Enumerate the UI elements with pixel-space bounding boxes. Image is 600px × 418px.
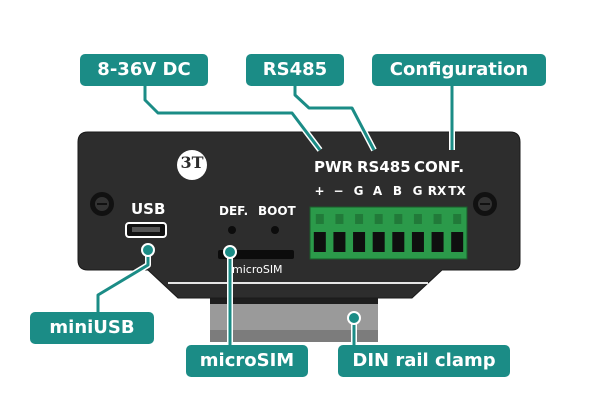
def-label: DEF. bbox=[219, 204, 249, 218]
pin-label: RX bbox=[427, 184, 447, 198]
callout-miniusb: miniUSB bbox=[30, 312, 154, 344]
usb-label: USB bbox=[131, 200, 166, 218]
pin-label: + bbox=[314, 184, 325, 198]
leader-lines-inner bbox=[96, 85, 454, 345]
pin-label: − bbox=[333, 184, 344, 198]
callout-rs485: RS485 bbox=[246, 54, 344, 86]
pwr-label: PWR bbox=[314, 158, 354, 176]
terminal-slot-icon bbox=[392, 232, 405, 252]
brand-logo-text: 3T bbox=[180, 153, 204, 172]
pin-label: G bbox=[412, 184, 423, 198]
callout-configuration: Configuration bbox=[372, 54, 546, 86]
terminal-slot-icon bbox=[333, 232, 346, 252]
terminal-slot-icon bbox=[353, 232, 366, 252]
terminal-screw-icon bbox=[335, 214, 344, 224]
terminal-slot-icon bbox=[431, 232, 444, 252]
terminal-slot-icon bbox=[451, 232, 464, 252]
terminal-screw-icon bbox=[315, 214, 324, 224]
terminal-screw-icon bbox=[413, 214, 422, 224]
pin-label: B bbox=[392, 184, 403, 198]
microsim-slot-icon bbox=[218, 250, 294, 259]
leader-dots bbox=[141, 243, 361, 325]
terminal-screw-icon bbox=[433, 214, 442, 224]
callout-din-rail-clamp: DIN rail clamp bbox=[338, 345, 510, 377]
microsim-panel-label: microSIM bbox=[232, 263, 283, 276]
left-screw-icon bbox=[90, 192, 114, 216]
terminal-block bbox=[309, 206, 468, 260]
terminal-screw-icon bbox=[374, 214, 383, 224]
pin-label: G bbox=[353, 184, 364, 198]
pin-label: TX bbox=[448, 184, 466, 198]
terminal-slot-icon bbox=[313, 232, 326, 252]
usb-port-icon bbox=[125, 222, 167, 238]
pin-label: A bbox=[372, 184, 383, 198]
terminal-screw-icon bbox=[453, 214, 462, 224]
brand-logo-icon bbox=[177, 150, 207, 180]
terminal-screw-icon bbox=[355, 214, 364, 224]
callout-power: 8-36V DC bbox=[80, 54, 208, 86]
terminal-slot-icon bbox=[372, 232, 385, 252]
boot-button-icon bbox=[271, 226, 279, 234]
right-screw-icon bbox=[473, 192, 497, 216]
conf-label: CONF. bbox=[414, 158, 465, 176]
terminal-slot-icon bbox=[411, 232, 424, 252]
def-button-icon bbox=[228, 226, 236, 234]
boot-label: BOOT bbox=[258, 204, 296, 218]
callout-microsim: microSIM bbox=[186, 345, 308, 377]
rs485-panel-label: RS485 bbox=[357, 158, 411, 176]
terminal-screw-icon bbox=[394, 214, 403, 224]
pin-labels: + − G A B G RX TX bbox=[310, 184, 467, 200]
